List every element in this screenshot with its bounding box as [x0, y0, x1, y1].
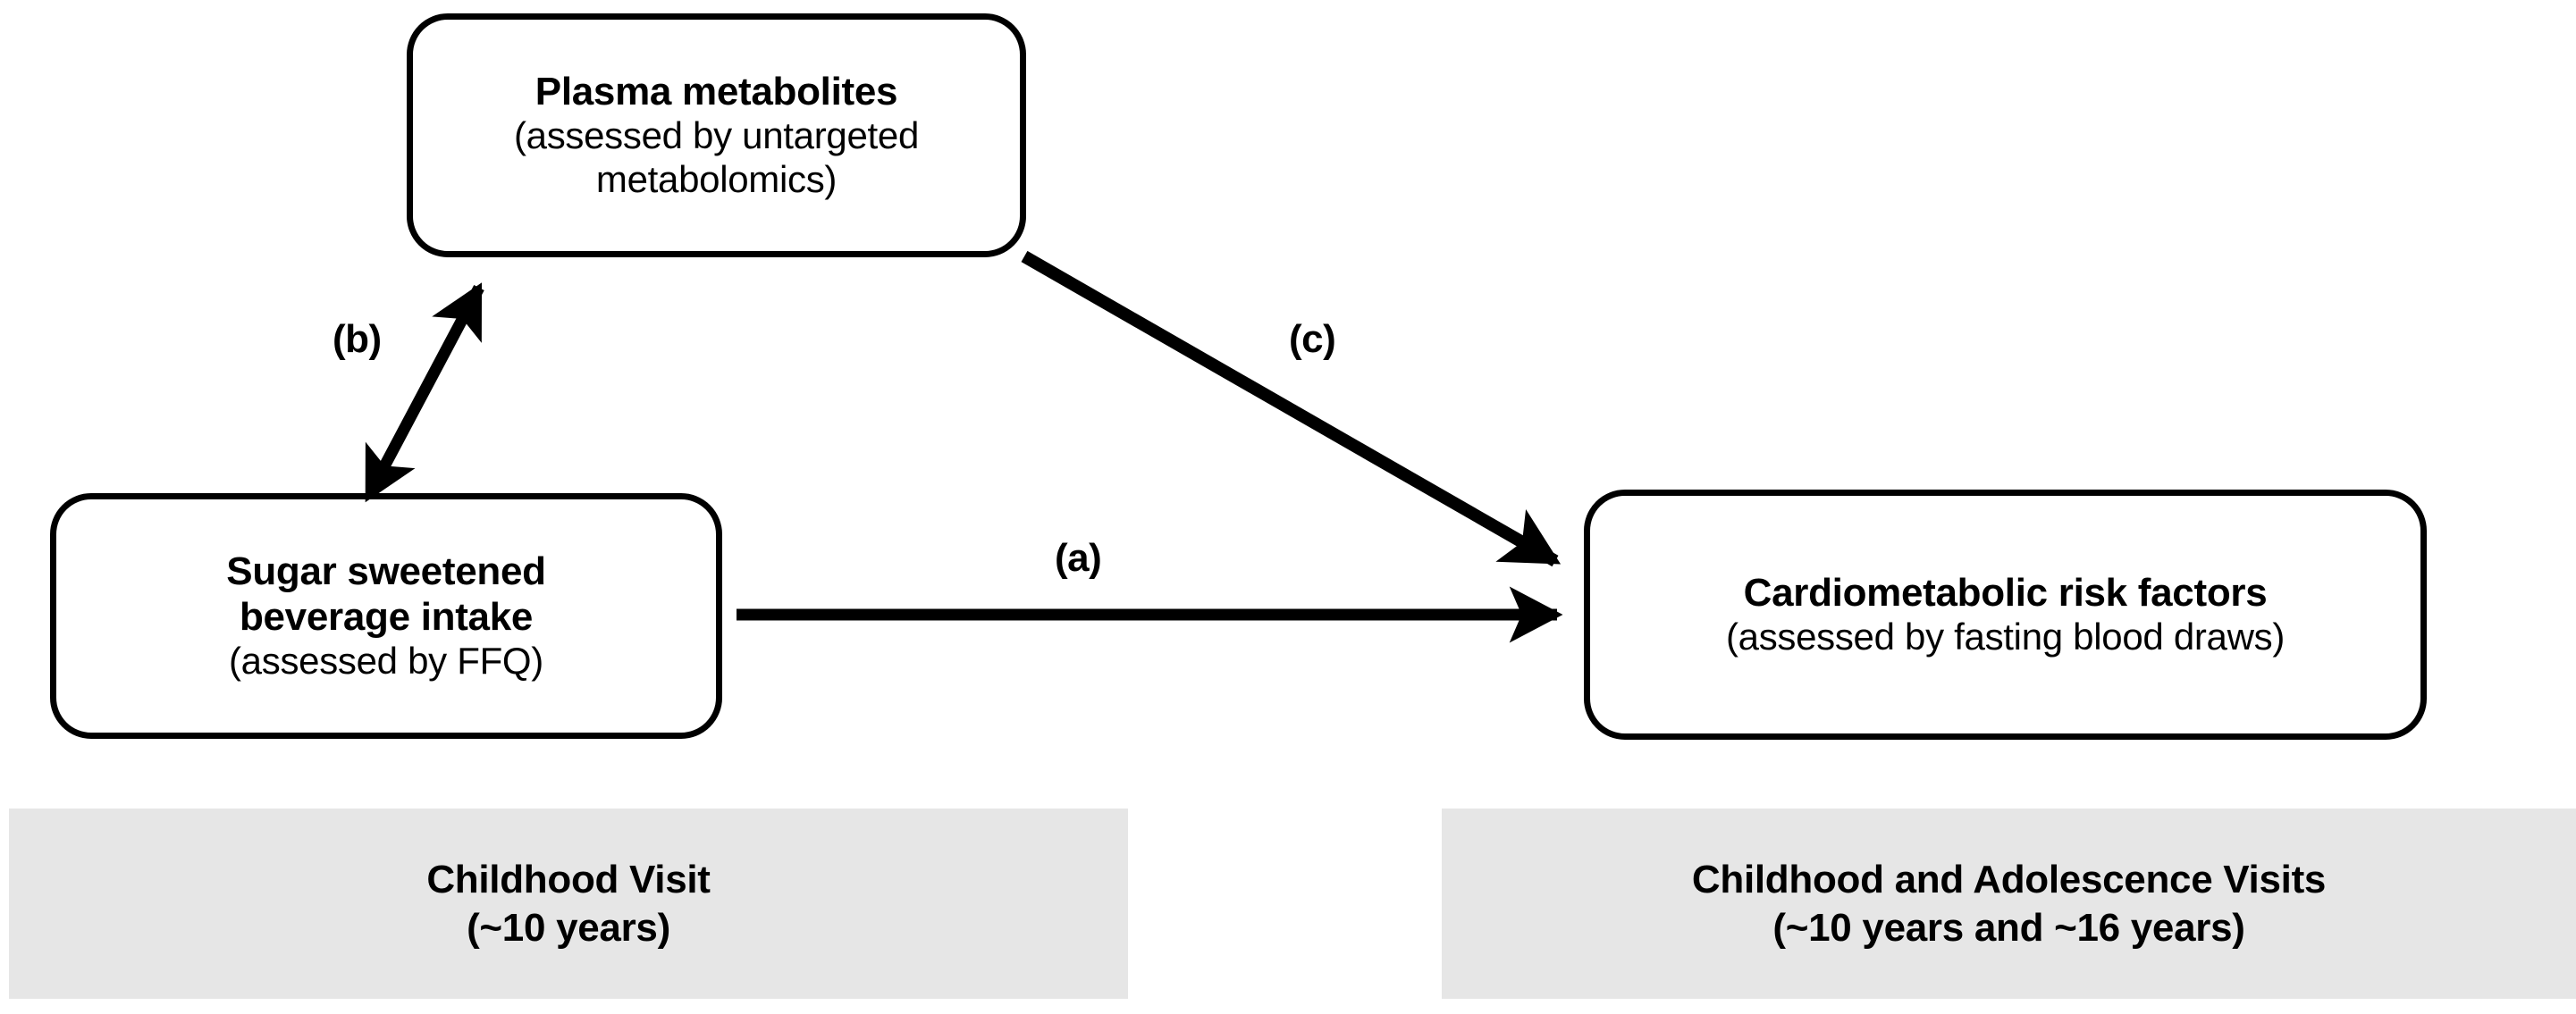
node-ssb-intake: Sugar sweetened beverage intake (assesse…: [50, 493, 722, 739]
node-cardiometabolic-risk-factors: Cardiometabolic risk factors (assessed b…: [1584, 490, 2427, 740]
timeline-band-childhood-visit: Childhood Visit (~10 years): [9, 809, 1128, 999]
path-label-b: (b): [333, 317, 382, 361]
node-plasma-metabolites-title: Plasma metabolites: [535, 70, 898, 114]
node-cardiometabolic-risk-factors-title: Cardiometabolic risk factors: [1743, 571, 2268, 616]
timeline-band-childhood-visit-line1: Childhood Visit: [426, 857, 711, 901]
timeline-band-childhood-visit-line2: (~10 years): [467, 905, 670, 950]
timeline-band-childhood-adolescence-visits: Childhood and Adolescence Visits (~10 ye…: [1442, 809, 2576, 999]
node-cardiometabolic-risk-factors-subtitle: (assessed by fasting blood draws): [1725, 616, 2286, 658]
path-label-c: (c): [1289, 317, 1336, 361]
node-plasma-metabolites-subtitle-line1: (assessed by untargeted: [513, 114, 920, 157]
node-plasma-metabolites-subtitle-line2: metabolomics): [595, 158, 838, 201]
node-ssb-intake-title-line1: Sugar sweetened: [226, 549, 546, 594]
arrow-path-c: [1021, 250, 1562, 567]
node-ssb-intake-subtitle: (assessed by FFQ): [229, 640, 543, 683]
timeline-band-childhood-adolescence-visits-line1: Childhood and Adolescence Visits: [1691, 857, 2327, 901]
node-ssb-intake-title-line2: beverage intake: [239, 595, 534, 640]
path-label-a: (a): [1055, 536, 1102, 580]
timeline-band-childhood-adolescence-visits-line2: (~10 years and ~16 years): [1772, 905, 2245, 950]
node-plasma-metabolites: Plasma metabolites (assessed by untarget…: [407, 13, 1026, 257]
arrow-path-b: [365, 282, 484, 503]
